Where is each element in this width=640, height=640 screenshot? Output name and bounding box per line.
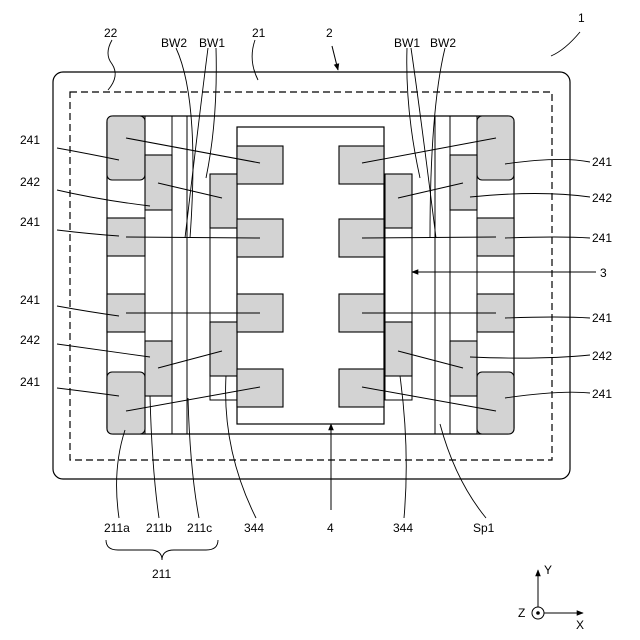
axis-z-label: Z bbox=[518, 606, 525, 620]
label-241-l2: 241 bbox=[20, 215, 40, 229]
label-2: 2 bbox=[326, 26, 333, 40]
label-bw2-right: BW2 bbox=[430, 36, 456, 50]
label-241-r4: 241 bbox=[592, 387, 612, 401]
label-241-r1: 241 bbox=[592, 155, 612, 169]
label-bw1-left: BW1 bbox=[199, 36, 225, 50]
axis-indicator: Y X Z bbox=[518, 563, 584, 632]
label-242-l2: 242 bbox=[20, 333, 40, 347]
label-241-r2: 241 bbox=[592, 231, 612, 245]
label-21: 21 bbox=[252, 26, 266, 40]
label-242-r2: 242 bbox=[592, 349, 612, 363]
label-242-l1: 242 bbox=[20, 175, 40, 189]
label-bw1-right: BW1 bbox=[394, 36, 420, 50]
label-22: 22 bbox=[104, 26, 118, 40]
axis-y-label: Y bbox=[544, 563, 552, 577]
axis-x-label: X bbox=[576, 618, 584, 632]
label-1: 1 bbox=[578, 11, 585, 25]
label-211: 211 bbox=[152, 567, 171, 581]
label-sp1: Sp1 bbox=[473, 521, 495, 535]
label-241-l4: 241 bbox=[20, 375, 40, 389]
label-211a: 211a bbox=[104, 521, 130, 535]
label-344-right: 344 bbox=[393, 521, 413, 535]
left-frame-inner bbox=[172, 116, 187, 434]
label-242-r1: 242 bbox=[592, 191, 612, 205]
label-bw2-left: BW2 bbox=[161, 36, 187, 50]
arrow-2 bbox=[332, 46, 338, 70]
label-4: 4 bbox=[327, 521, 334, 535]
label-211c: 211c bbox=[187, 521, 212, 535]
label-344-left: 344 bbox=[244, 521, 264, 535]
label-241-r3: 241 bbox=[592, 311, 612, 325]
label-241-l3: 241 bbox=[20, 293, 40, 307]
label-3: 3 bbox=[600, 266, 607, 280]
right-frame-inner bbox=[435, 116, 450, 434]
label-211b: 211b bbox=[146, 521, 172, 535]
label-241-l1: 241 bbox=[20, 133, 40, 147]
